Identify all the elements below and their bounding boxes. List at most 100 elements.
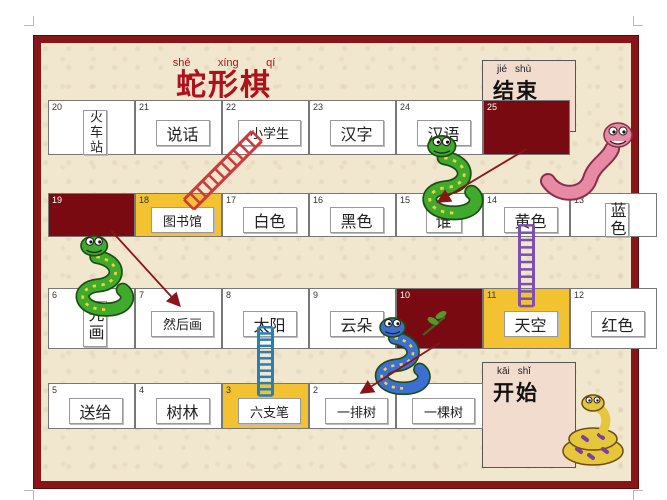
ladder-rail (182, 130, 253, 201)
snake-slide-arrow (436, 148, 527, 203)
snake-head (80, 235, 109, 257)
board-square: 20 火车站 (48, 100, 135, 155)
ladder-rung (244, 136, 257, 149)
square-number: 16 (313, 195, 324, 205)
board-square: 25 (483, 100, 570, 155)
square-number: 22 (226, 102, 237, 112)
snake-head (427, 134, 457, 158)
ladder-rung (189, 192, 201, 205)
corner-mark (24, 16, 34, 26)
ladder-rung (250, 130, 263, 143)
start-snake-illustration (562, 394, 624, 466)
square-number: 18 (139, 195, 150, 205)
square-word: 红色 (590, 310, 645, 337)
snake (75, 235, 135, 317)
square-word: 说话 (155, 119, 210, 146)
ladder-rung (220, 161, 232, 174)
square-word: 黑色 (329, 207, 384, 233)
square-number: 3 (226, 385, 232, 395)
pinyin-syllable: shǐ (517, 366, 531, 377)
finish-pinyin: jié shù (497, 64, 531, 75)
square-number: 2 (313, 385, 319, 395)
square-word: 火车站 (82, 110, 107, 155)
square-number: 15 (400, 195, 411, 205)
square-word: 一排树 (325, 398, 388, 424)
ladder-rung (183, 198, 195, 211)
square-word: 天空 (503, 310, 558, 337)
ladders-and-snakes (75, 122, 633, 466)
square-number: 10 (400, 290, 411, 300)
pinyin-syllable: qí (266, 57, 276, 69)
board-square: 7 然后画 (135, 288, 222, 349)
square-number: 11 (487, 290, 497, 300)
snake-slide-arrow (359, 342, 440, 394)
ladder-rung (201, 180, 214, 192)
pinyin-syllable: jié (497, 64, 508, 75)
snake (374, 317, 431, 396)
board-square: 12 红色 (570, 288, 657, 349)
square-number: 14 (487, 195, 498, 205)
square-word: 汉字 (329, 119, 384, 146)
square-number: 5 (52, 385, 58, 395)
leaf-branch-illustration (422, 311, 447, 336)
square-word: 白色 (242, 207, 297, 233)
square-word: 六支笔 (238, 398, 301, 424)
square-word: 蓝色 (604, 202, 629, 238)
pinyin-syllable: xíng (217, 57, 239, 69)
square-number: 17 (226, 195, 237, 205)
finish-label: 结束 (493, 79, 539, 103)
ladder-rung (226, 155, 238, 167)
square-word: 送给 (68, 398, 123, 424)
board-square: 11 天空 (483, 288, 570, 349)
square-number: 23 (313, 102, 324, 112)
square-number: 8 (226, 290, 232, 300)
square-number: 12 (574, 290, 585, 300)
square-number: 20 (52, 102, 63, 112)
pinyin-syllable: shé (172, 57, 191, 69)
board-square: 16 黑色 (309, 193, 396, 237)
finish-worm-illustration (540, 122, 633, 201)
snake-slide-arrow (110, 230, 181, 308)
square-number: 24 (400, 102, 411, 112)
square-word: 图书馆 (151, 207, 214, 233)
ladder-rung (207, 173, 220, 186)
title-text: 蛇形棋 (176, 68, 272, 103)
square-word: 然后画 (151, 310, 214, 337)
start-label: 开始 (493, 381, 539, 405)
pinyin-syllable: shù (515, 64, 532, 75)
start-pinyin: kāi shǐ (497, 366, 531, 377)
square-number: 7 (139, 290, 145, 300)
square-number: 25 (487, 102, 498, 112)
ladder-rung (213, 167, 226, 180)
ladder-rung (195, 186, 208, 198)
corner-mark (633, 490, 643, 500)
square-number: 21 (139, 102, 150, 112)
board-square: 23 汉字 (309, 100, 396, 155)
ladder-rung (238, 142, 251, 155)
board-square: 4 树林 (135, 383, 222, 429)
ladder (518, 224, 535, 308)
ladder-rail (192, 140, 263, 211)
ladder (182, 130, 263, 211)
board-square: 19 (48, 193, 135, 237)
square-word: 树林 (155, 398, 210, 424)
square-number: 19 (52, 195, 63, 205)
board-square: 17 白色 (222, 193, 309, 237)
square-word: 云朵 (329, 310, 384, 337)
ladder-rung (232, 149, 245, 161)
title-pinyin: shé xíng qí (159, 57, 289, 69)
start-box: kāi shǐ 开始 (482, 362, 576, 468)
corner-mark (24, 490, 34, 500)
board-square: 21 说话 (135, 100, 222, 155)
pinyin-syllable: kāi (497, 366, 510, 377)
board-square: 5 送给 (48, 383, 135, 429)
board-square: 3 六支笔 (222, 383, 309, 429)
square-number: 4 (139, 385, 145, 395)
square-word: 太阳 (242, 310, 297, 337)
square-number: 9 (313, 290, 319, 300)
board-square: 2 一排树 (309, 383, 396, 429)
